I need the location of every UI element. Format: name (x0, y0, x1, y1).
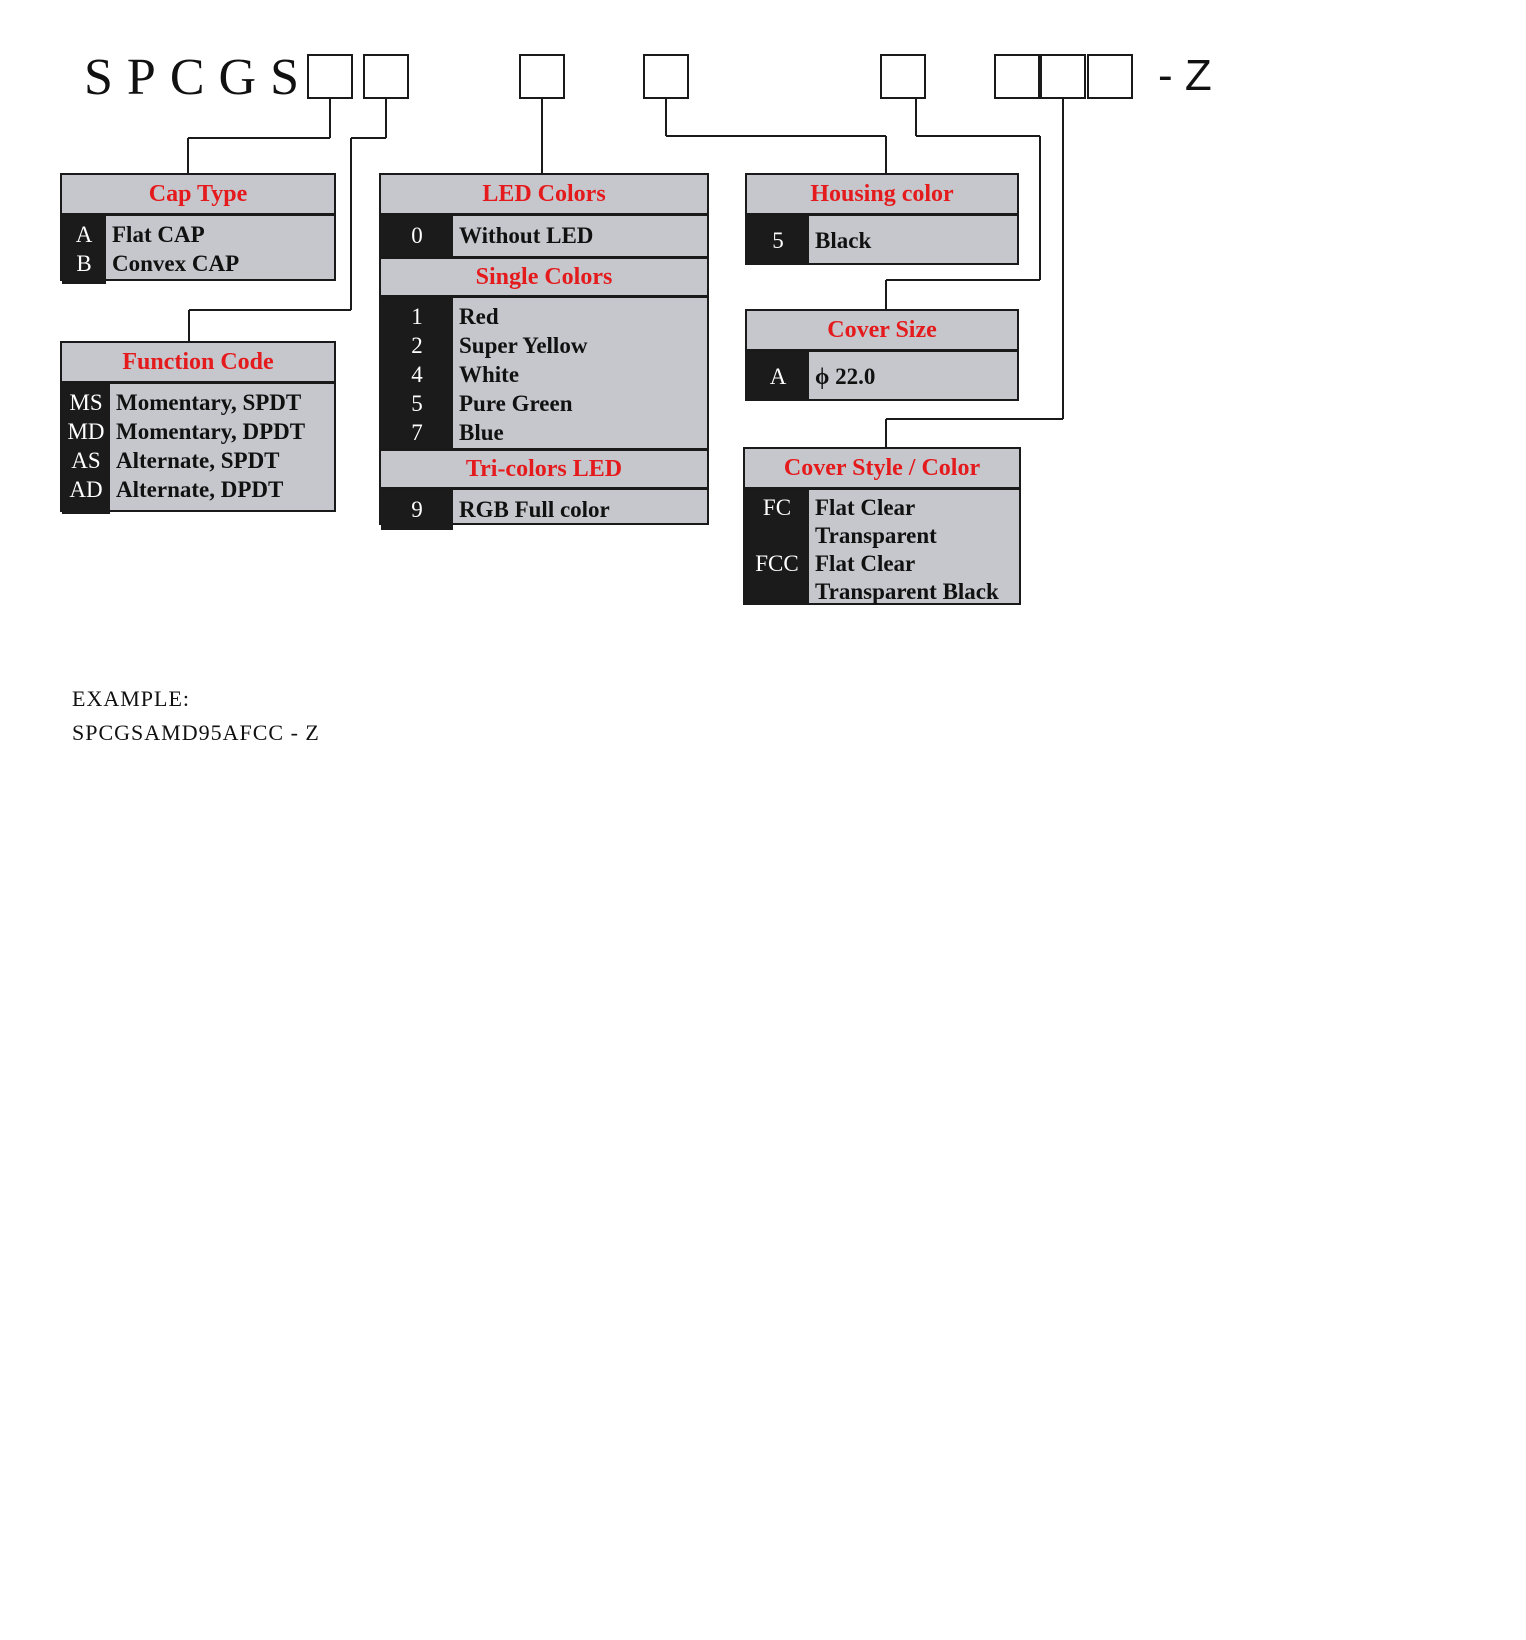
option-code: MS (69, 390, 103, 415)
led-colors-title: LED Colors (381, 175, 707, 216)
slot-cover-style-3 (1087, 54, 1133, 99)
slot-led-color (519, 54, 565, 99)
function-code-table: Function Code MS MD AS AD Momentary, SPD… (60, 341, 336, 514)
slot-cap-type (307, 54, 353, 99)
option-label: Flat Clear (815, 495, 916, 520)
option-label: Without LED (459, 223, 594, 248)
option-code: AD (69, 477, 103, 502)
cover-size-rows: A ϕ 22.0 (747, 352, 1017, 401)
function-code-rows: MS MD AS AD Momentary, SPDT Momentary, D… (62, 384, 334, 514)
option-label: Momentary, SPDT (116, 390, 302, 415)
option-label: Flat CAP (112, 222, 205, 247)
cover-size-table: Cover Size A ϕ 22.0 (745, 309, 1019, 401)
option-code: 1 (411, 304, 423, 329)
single-colors-rows: 1 2 4 5 7 Red Super Yellow White Pure Gr… (381, 298, 707, 448)
slot-cover-style-1 (994, 54, 1040, 99)
option-code: A (769, 364, 787, 389)
example-block: EXAMPLE: SPCGSAMD95AFCC - Z (72, 682, 320, 750)
option-label: White (459, 362, 520, 387)
option-label: Convex CAP (112, 251, 240, 276)
slot-function-code (363, 54, 409, 99)
cap-type-table: Cap Type A B Flat CAP Convex CAP (60, 173, 336, 284)
cap-type-title: Cap Type (62, 175, 334, 216)
option-label: ϕ 22.0 (815, 364, 876, 389)
option-code: 4 (411, 362, 423, 387)
housing-color-rows: 5 Black (747, 216, 1017, 265)
cover-size-title: Cover Size (747, 311, 1017, 352)
led-colors-table: LED Colors 0 Without LED Single Colors 1… (379, 173, 709, 530)
slot-housing-color (643, 54, 689, 99)
cover-style-rows: FC FCC Flat Clear Transparent Flat Clear… (745, 490, 1019, 606)
cap-type-rows: A B Flat CAP Convex CAP (62, 216, 334, 284)
example-value: SPCGSAMD95AFCC - Z (72, 720, 320, 745)
option-code: 9 (411, 497, 423, 522)
option-code: 5 (772, 228, 784, 253)
option-label: Momentary, DPDT (116, 419, 306, 444)
cover-style-table: Cover Style / Color FC FCC Flat Clear Tr… (743, 447, 1021, 605)
option-code: 2 (411, 333, 423, 358)
option-code: B (76, 251, 92, 276)
housing-color-title: Housing color (747, 175, 1017, 216)
option-label: Super Yellow (459, 333, 588, 358)
slot-cover-style-2 (1040, 54, 1086, 99)
option-label: Transparent Black (815, 579, 999, 604)
slot-cover-size (880, 54, 926, 99)
option-label: Black (815, 228, 872, 253)
option-code: AS (71, 448, 101, 473)
part-number-suffix: - Z (1158, 51, 1212, 100)
option-label: Blue (459, 420, 504, 445)
option-label: Alternate, SPDT (116, 448, 280, 473)
option-code-spacer (745, 522, 809, 550)
option-code: A (75, 222, 93, 247)
option-label: RGB Full color (459, 497, 610, 522)
option-code: 7 (411, 420, 423, 445)
option-code: FC (762, 495, 792, 520)
housing-color-table: Housing color 5 Black (745, 173, 1019, 265)
option-label: Pure Green (459, 391, 573, 416)
option-code: 5 (411, 391, 423, 416)
option-label: Alternate, DPDT (116, 477, 284, 502)
led-without-row: 0 Without LED (381, 216, 707, 256)
example-label: EXAMPLE: (72, 686, 190, 711)
option-label: Red (459, 304, 499, 329)
function-code-title: Function Code (62, 343, 334, 384)
option-code: 0 (411, 223, 423, 248)
option-label: Flat Clear (815, 551, 916, 576)
option-label: Transparent (815, 523, 937, 548)
tri-colors-row: 9 RGB Full color (381, 490, 707, 530)
option-code: MD (67, 419, 105, 444)
single-colors-title: Single Colors (381, 256, 707, 298)
tri-colors-title: Tri-colors LED (381, 448, 707, 490)
cover-style-title: Cover Style / Color (745, 449, 1019, 490)
option-code: FCC (755, 551, 799, 576)
part-number-prefix: SPCGS (84, 49, 313, 106)
